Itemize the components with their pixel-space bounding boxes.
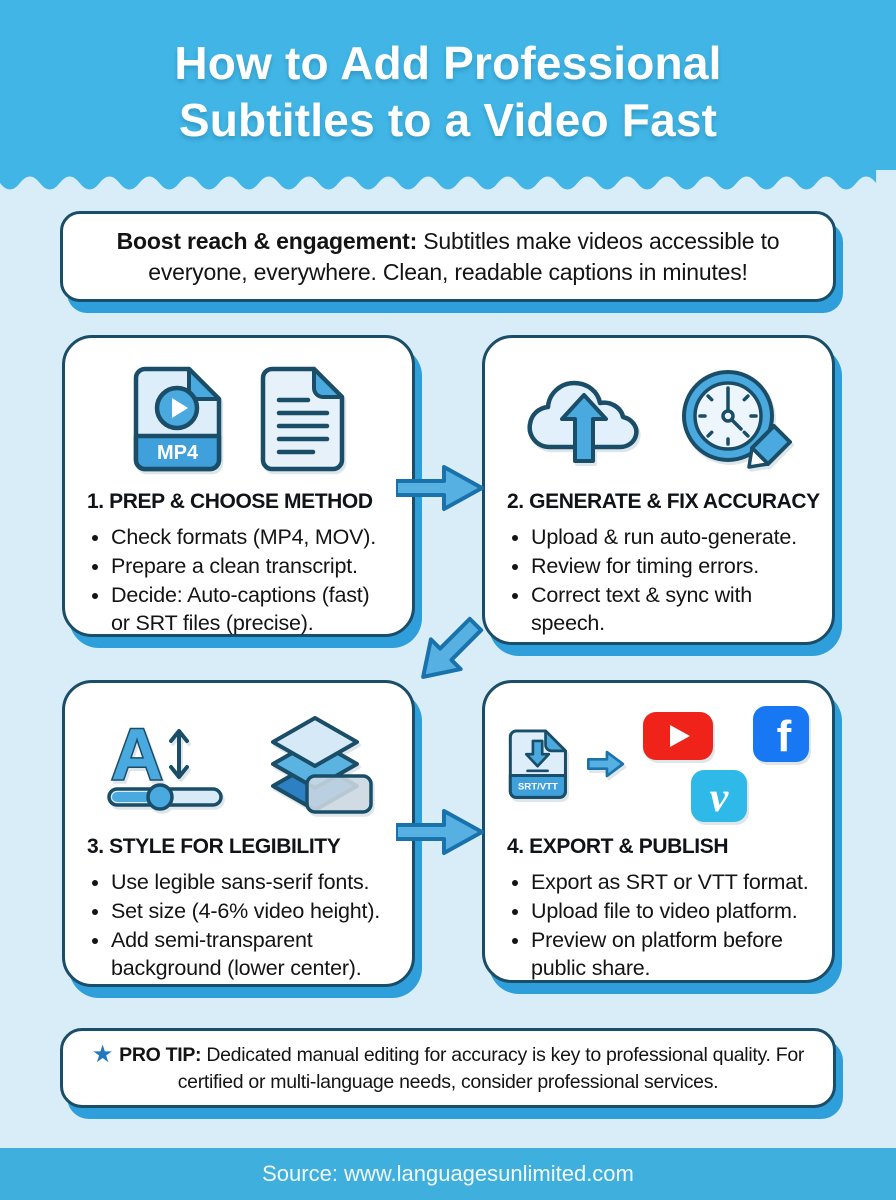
bullet-item: Correct text & sync with speech. [531,581,812,637]
step-card-3: A 3. STYLE FOR LEGIBILITY Use legible sa… [62,680,415,987]
step-card-4: SRT/VTT f v 4. EXPORT & PUBLI [482,680,835,983]
srt-vtt-label: SRT/VTT [518,781,558,792]
bullet-item: Use legible sans-serif fonts. [111,868,392,896]
bullet-item: Prepare a clean transcript. [111,552,392,580]
vimeo-icon: v [691,770,747,822]
bullet-item: Check formats (MP4, MOV). [111,523,392,551]
source-text: Source: www.languagesunlimited.com [262,1161,634,1186]
srt-vtt-file-icon: SRT/VTT [508,728,567,799]
arrow-step1-to-step2-icon [396,465,484,511]
step3-title: 3. STYLE FOR LEGIBILITY [87,835,341,858]
step1-icons: MP4 [85,360,392,478]
arrow-right-icon [587,750,625,778]
bullet-item: Add semi-transparent background (lower c… [111,926,392,982]
protip-lead: PRO TIP: [119,1043,202,1066]
step1-title: 1. PREP & CHOOSE METHOD [87,490,373,513]
step4-icons: SRT/VTT f v [505,705,812,823]
step-card-1: MP4 1. PREP & CHOOSE METHOD Check format… [62,335,415,637]
clock-edit-icon [681,370,792,469]
youtube-icon [643,712,713,760]
bullet-item: Export as SRT or VTT format. [531,868,812,896]
footer: Source: www.languagesunlimited.com [0,1148,896,1200]
page-title-line1: How to Add Professional [174,37,722,89]
step3-bullet-list: Use legible sans-serif fonts. Set size (… [85,867,392,983]
wave-divider [0,170,877,190]
star-icon: ★ [91,1040,114,1068]
facebook-glyph: f [777,712,792,761]
platform-icons: f v [642,703,812,825]
transcript-document-icon [260,366,344,471]
facebook-icon: f [753,706,809,762]
bullet-item: Preview on platform before public share. [531,926,812,982]
step2-title: 2. GENERATE & FIX ACCURACY [507,490,820,513]
step2-icons [505,360,812,478]
page-title-line2: Subtitles to a Video Fast [178,94,718,146]
mp4-label: MP4 [156,442,198,464]
vimeo-glyph: v [710,775,730,821]
protip-box: ★PRO TIP: Dedicated manual editing for a… [60,1028,836,1108]
bullet-item: Decide: Auto-captions (fast) or SRT file… [111,581,392,637]
mp4-video-file-icon: MP4 [133,366,221,471]
protip-body: Dedicated manual editing for accuracy is… [177,1043,805,1093]
step4-title: 4. EXPORT & PUBLISH [507,835,729,858]
step2-bullet-list: Upload & run auto-generate. Review for t… [505,522,812,638]
bullet-item: Upload & run auto-generate. [531,523,812,551]
intro-body: Subtitles make videos accessible to ever… [148,227,780,285]
step4-bullet-list: Export as SRT or VTT format. Upload file… [505,867,812,983]
layers-icon [270,716,373,814]
font-size-slider-icon: A [106,714,223,811]
step1-bullet-list: Check formats (MP4, MOV). Prepare a clea… [85,522,392,638]
intro-box: Boost reach & engagement: Subtitles make… [60,211,836,302]
bullet-item: Set size (4-6% video height). [111,897,392,925]
svg-text:A: A [111,715,163,795]
bullet-item: Upload file to video platform. [531,897,812,925]
step-card-2: 2. GENERATE & FIX ACCURACY Upload & run … [482,335,835,645]
cloud-upload-icon [526,380,639,463]
step3-icons: A [85,705,392,823]
protip-text: ★PRO TIP: Dedicated manual editing for a… [75,1041,821,1096]
bullet-item: Review for timing errors. [531,552,812,580]
intro-lead: Boost reach & engagement: [116,227,418,254]
arrow-step3-to-step4-icon [396,809,484,855]
intro-text: Boost reach & engagement: Subtitles make… [79,226,817,288]
arrow-step2-to-step3-icon [421,616,484,679]
